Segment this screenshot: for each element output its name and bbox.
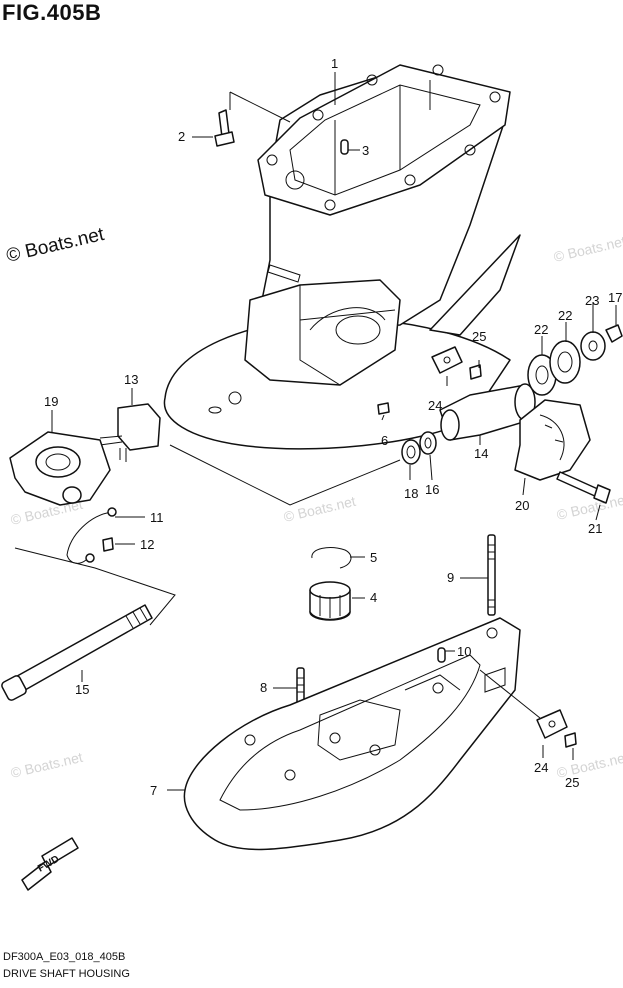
part-snap-ring-5 bbox=[311, 547, 352, 569]
callout-8: 8 bbox=[260, 680, 267, 695]
callout-1: 1 bbox=[331, 56, 338, 71]
part-bracket-19 bbox=[9, 431, 111, 506]
callout-15: 15 bbox=[75, 682, 89, 697]
part-screw-6 bbox=[377, 402, 390, 415]
callout-9: 9 bbox=[447, 570, 454, 585]
callout-labels: 1 2 3 4 5 6 7 8 9 10 11 12 13 14 15 16 1… bbox=[44, 56, 622, 798]
callout-19: 19 bbox=[44, 394, 58, 409]
part-sleeve-14 bbox=[439, 383, 536, 441]
part-stud-9 bbox=[487, 534, 496, 616]
callout-22-a: 22 bbox=[534, 322, 548, 337]
callout-24-b: 24 bbox=[534, 760, 548, 775]
callout-24-a: 24 bbox=[428, 398, 442, 413]
part-spacer-4 bbox=[309, 581, 351, 621]
part-screw-12 bbox=[102, 537, 114, 552]
part-plate-24-lower bbox=[536, 709, 577, 748]
part-bolt-21 bbox=[556, 471, 611, 504]
leader-lines bbox=[14, 72, 617, 791]
part-washers-22-23 bbox=[527, 324, 623, 396]
callout-7: 7 bbox=[150, 783, 157, 798]
part-washers-16-18 bbox=[401, 431, 437, 465]
callout-4: 4 bbox=[370, 590, 377, 605]
callout-21: 21 bbox=[588, 521, 602, 536]
watermark-center-mid: © Boats.net bbox=[282, 493, 357, 525]
watermark-right-mid: © Boats.net bbox=[555, 491, 623, 523]
callout-25-a: 25 bbox=[472, 329, 486, 344]
callout-3: 3 bbox=[362, 143, 369, 158]
part-drive-shaft-housing bbox=[163, 64, 521, 450]
footer-code: DF300A_E03_018_405B bbox=[3, 951, 126, 963]
callout-10: 10 bbox=[457, 644, 471, 659]
callout-17: 17 bbox=[608, 290, 622, 305]
part-plate-24-upper bbox=[431, 346, 482, 380]
callout-11: 11 bbox=[150, 510, 164, 525]
watermark-main: © Boats.net bbox=[4, 224, 106, 267]
callout-22-b: 22 bbox=[558, 308, 572, 323]
part-bolt-2 bbox=[214, 109, 235, 147]
callout-16: 16 bbox=[425, 482, 439, 497]
part-lower-housing-7 bbox=[183, 617, 521, 851]
callout-6: 6 bbox=[381, 433, 388, 448]
fwd-arrow-icon: FWD bbox=[21, 837, 79, 891]
callout-14: 14 bbox=[474, 446, 488, 461]
part-clamp-20 bbox=[514, 399, 591, 481]
callout-23: 23 bbox=[585, 293, 599, 308]
callout-2: 2 bbox=[178, 129, 185, 144]
part-sensor-13 bbox=[99, 403, 161, 462]
part-lead-wire-11 bbox=[66, 507, 117, 564]
callout-20: 20 bbox=[515, 498, 529, 513]
callout-5: 5 bbox=[370, 550, 377, 565]
watermark-right-top: © Boats.net bbox=[552, 233, 623, 265]
callout-25-b: 25 bbox=[565, 775, 579, 790]
figure-title: FIG.405B bbox=[2, 0, 102, 25]
part-pin-3 bbox=[340, 139, 349, 155]
watermark-left-low: © Boats.net bbox=[9, 749, 84, 781]
footer-name: DRIVE SHAFT HOUSING bbox=[3, 968, 130, 980]
callout-18: 18 bbox=[404, 486, 418, 501]
callout-12: 12 bbox=[140, 537, 154, 552]
callout-13: 13 bbox=[124, 372, 138, 387]
part-stud-15 bbox=[1, 604, 153, 701]
